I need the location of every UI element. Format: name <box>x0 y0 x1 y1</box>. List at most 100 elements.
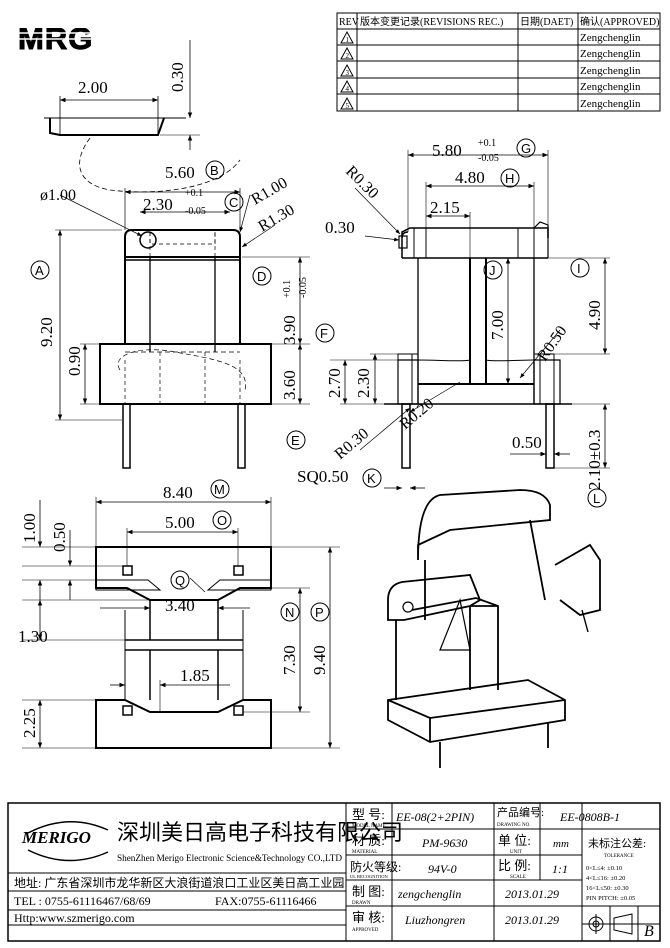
svg-text:O: O <box>217 513 227 528</box>
svg-text:J: J <box>489 263 496 278</box>
dim-7-00: 7.00 <box>488 310 507 340</box>
company-fax: FAX:0755-61116466 <box>215 894 317 908</box>
drawn-label-en: DRAWN <box>352 901 371 906</box>
dim-2-70: 2.70 <box>325 368 344 398</box>
rev-number: 1 <box>346 36 350 44</box>
marker-b: B <box>205 160 225 180</box>
isometric-view <box>387 489 601 768</box>
tolerance-line: 16<L≤50: ±0.30 <box>586 885 629 892</box>
unit-value: mm <box>553 838 569 850</box>
company-name-en: ShenZhen Merigo Electronic Science&Techn… <box>117 853 343 863</box>
revision-rows: 1 Zengchenglin 2 Zengchenglin 3 Zengchen… <box>340 30 641 110</box>
dim-4-90: 4.90 <box>585 300 604 330</box>
tolerance-line: PIN PITCH: ±0.05 <box>586 895 635 902</box>
tolerance-title: 未标注公差: <box>588 836 646 850</box>
dim-2-10: 2.10±0.3 <box>585 430 604 490</box>
bottom-view-labels: 8.40 5.00 1.00 0.50 3.40 1.30 7.30 9.40 … <box>18 479 330 738</box>
drawing-no-value: EE-0808B-1 <box>559 810 620 824</box>
fire-rating-label-en: UL RECOGNITION <box>350 874 388 879</box>
rev-triangle-icon <box>340 46 354 60</box>
scale-label-en: SCALE <box>510 875 526 880</box>
tolerance-title-en: TOLERANCE <box>604 854 634 859</box>
sheet-mark: B <box>644 923 654 940</box>
scale-value: 1:1 <box>552 862 568 876</box>
dim-9-20: 9.20 <box>37 317 56 347</box>
marker-c: C <box>224 192 244 212</box>
svg-text:B: B <box>210 163 219 178</box>
approved-by: Liuzhongren <box>404 913 465 927</box>
dim-8-40: 8.40 <box>163 483 193 502</box>
approved-date: 2013.01.29 <box>505 913 559 927</box>
dim-4-80: 4.80 <box>455 168 485 187</box>
company-name-cn: 深圳美日高电子科技有限公司 <box>117 820 403 845</box>
marker-i: I <box>570 258 590 278</box>
rev-triangle-icon <box>340 96 354 110</box>
unit-label: 单 位: <box>498 833 531 848</box>
rec-header: 版本变更记录(REVISIONS REC.) <box>360 15 503 28</box>
revision-row: 5 Zengchenglin <box>340 96 641 110</box>
marker-d: D <box>252 266 272 286</box>
model-value: EE-08(2+2PIN) <box>395 810 474 824</box>
front-view <box>44 40 310 469</box>
marker-f: F <box>315 323 335 343</box>
marker-k: K <box>362 468 382 488</box>
revision-header: REV 版本变更记录(REVISIONS REC.) 日期(DAET) 确认(A… <box>339 15 659 28</box>
fire-rating-label: 防火等级: <box>350 859 401 874</box>
company-logo: MERIGO <box>21 821 109 862</box>
marker-p: P <box>310 602 330 622</box>
dim-r-0-30-top: R0.30 <box>342 163 381 202</box>
scale-label: 比 例: <box>498 858 531 873</box>
revision-row: 4 Zengchenglin <box>340 79 641 93</box>
dim-3-90: 3.90 <box>280 315 299 345</box>
dim-0-50-bottom: 0.50 <box>50 522 69 552</box>
svg-text:N: N <box>285 605 294 620</box>
drawn-label: 制 图: <box>352 884 385 899</box>
dim-r-0-30-bottom: R0.30 <box>332 425 373 463</box>
rev-triangle-icon <box>340 30 354 44</box>
dim-2-30-tol-dn: -0.05 <box>185 206 206 217</box>
marker-n: N <box>280 602 300 622</box>
rev-approved: Zengchenglin <box>580 32 641 44</box>
svg-text:L: L <box>593 491 600 506</box>
svg-text:P: P <box>315 605 324 620</box>
material-label: 材 质: <box>352 833 385 848</box>
dim-1-00-bottom: 1.00 <box>20 513 39 543</box>
svg-text:E: E <box>291 433 300 448</box>
revision-table <box>336 12 661 112</box>
drawing-no-label-en: DRAWING NO. <box>497 823 530 828</box>
dim-0-90: 0.90 <box>65 346 84 376</box>
dim-2-30: 2.30 <box>143 195 173 214</box>
dim-2-25: 2.25 <box>20 708 39 738</box>
dim-3-60: 3.60 <box>280 370 299 400</box>
dim-r-0-20: R0.20 <box>397 395 438 433</box>
model-label: 型 号: <box>352 807 385 822</box>
company-logo-text: MERIGO <box>21 828 91 847</box>
dim-5-80: 5.80 <box>432 141 462 160</box>
title-block <box>7 802 661 942</box>
mrg-logo: MRG <box>14 21 128 57</box>
dim-2-30-tol-up: +0.1 <box>185 188 203 199</box>
approved-header: 确认(APPROVED) <box>580 15 659 28</box>
bottom-view <box>22 497 340 749</box>
marker-q: Q <box>170 570 190 590</box>
marker-l: L <box>587 488 607 508</box>
dim-0-50-side: 0.50 <box>512 433 542 452</box>
svg-text:H: H <box>505 171 514 186</box>
drawn-date: 2013.01.29 <box>505 887 559 901</box>
approved-label: 审 核: <box>352 910 385 925</box>
svg-text:Q: Q <box>175 573 185 588</box>
marker-e: E <box>286 430 306 450</box>
dim-0-30-side: 0.30 <box>325 218 355 237</box>
tolerance-line: 0<L≤4: ±0.10 <box>586 865 622 872</box>
side-view <box>330 150 610 491</box>
material-label-en: MATERIAL <box>352 850 377 855</box>
rev-number: 5 <box>346 102 350 110</box>
rev-approved: Zengchenglin <box>580 98 641 110</box>
front-detail <box>44 40 241 193</box>
dim-sq-0-50: SQ0.50 <box>297 467 348 486</box>
dim-5-60: 5.60 <box>165 163 195 182</box>
dim-2-30-side: 2.30 <box>354 368 373 398</box>
marker-h: H <box>500 168 520 188</box>
rev-triangle-icon <box>340 79 354 93</box>
svg-text:I: I <box>577 261 581 276</box>
